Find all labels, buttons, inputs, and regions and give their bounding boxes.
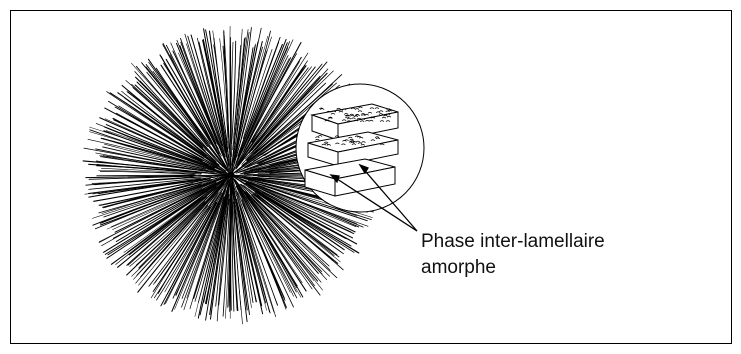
annotation-label-line1: Phase inter-lamellaire: [421, 231, 605, 253]
spherulite-nucleus: [228, 172, 234, 178]
lamellae-magnified-inset: [296, 84, 424, 212]
annotation-label-line2: amorphe: [421, 257, 496, 279]
